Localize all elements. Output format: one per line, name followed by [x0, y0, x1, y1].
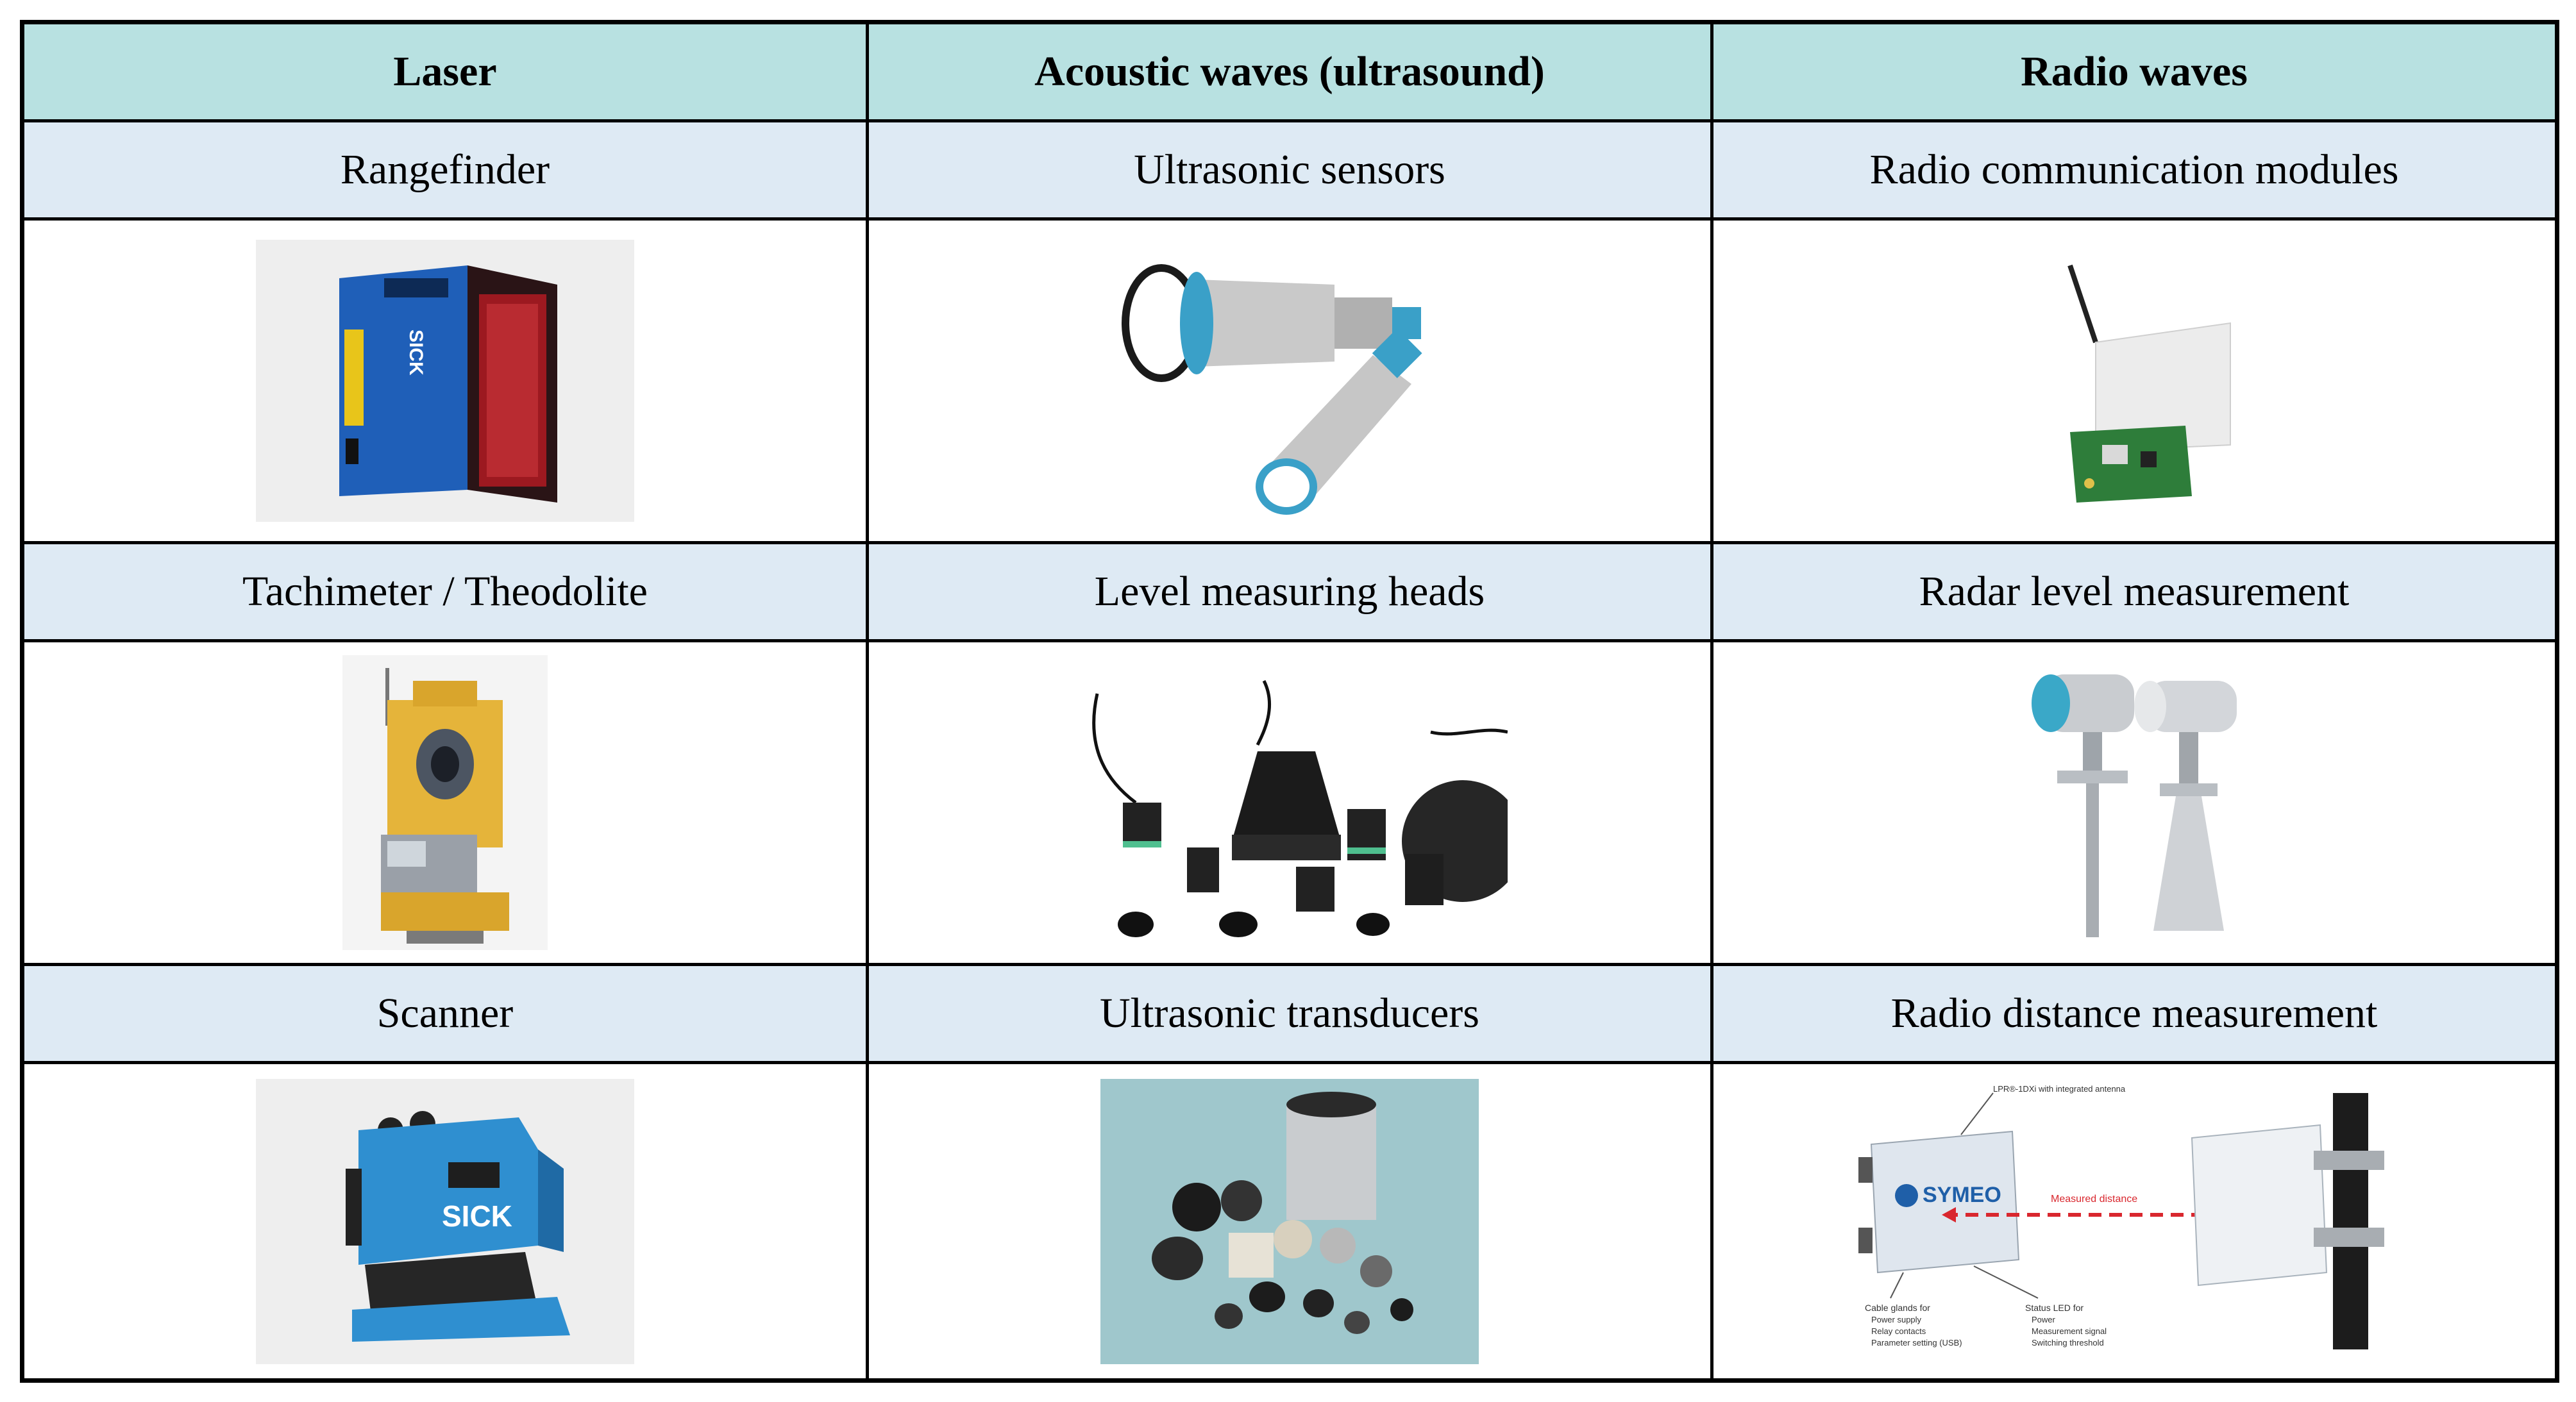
header-acoustic: Acoustic waves (ultrasound) — [869, 24, 1710, 119]
label-radio-modules: Radio communication modules — [1713, 122, 2555, 217]
image-cell-level-heads — [869, 642, 1710, 963]
label-rangefinder: Rangefinder — [24, 122, 866, 217]
cable-item: Relay contacts — [1871, 1326, 1926, 1336]
scanner-brand: SICK — [442, 1199, 512, 1233]
callout-antenna: LPR®-1DXi with integrated antenna — [1993, 1084, 2126, 1094]
measured-distance-label: Measured distance — [2051, 1194, 2137, 1205]
cable-title: Cable glands for — [1865, 1303, 1930, 1313]
label-ultrasonic-sensors: Ultrasonic sensors — [869, 122, 1710, 217]
image-cell-radio-modules — [1713, 221, 2555, 541]
cable-item: Parameter setting (USB) — [1871, 1338, 1962, 1348]
label-level-heads: Level measuring heads — [869, 544, 1710, 639]
header-laser: Laser — [24, 24, 866, 119]
ultrasonic-transducers-image — [1100, 1078, 1479, 1364]
rangefinder-brand: SICK — [405, 330, 426, 376]
comparison-table: Laser Acoustic waves (ultrasound) Radio … — [20, 20, 2559, 1383]
header-radio: Radio waves — [1713, 24, 2555, 119]
scanner-image: SICK — [256, 1078, 634, 1364]
label-radar-level: Radar level measurement — [1713, 544, 2555, 639]
status-title: Status LED for — [2025, 1303, 2084, 1313]
image-cell-scanner: SICK — [24, 1064, 866, 1378]
label-scanner: Scanner — [24, 966, 866, 1061]
status-item: Power — [2032, 1315, 2056, 1324]
image-cell-radar-level — [1713, 642, 2555, 963]
label-ultrasonic-transducers: Ultrasonic transducers — [869, 966, 1710, 1061]
status-item: Switching threshold — [2032, 1338, 2104, 1348]
radar-level-image — [2032, 674, 2237, 937]
image-cell-radio-distance: SYMEO LPR®-1DXi with integrated antenna … — [1713, 1064, 2555, 1378]
image-cell-ultrasonic-sensors — [869, 221, 1710, 541]
image-cell-rangefinder: SICK — [24, 221, 866, 541]
level-heads-image — [1092, 680, 1508, 937]
radio-distance-image: SYMEO LPR®-1DXi with integrated antenna … — [1858, 1084, 2384, 1349]
rangefinder-image: SICK — [256, 240, 634, 522]
image-cell-ultrasonic-transducers — [869, 1064, 1710, 1378]
tachimeter-image — [342, 655, 548, 950]
cable-item: Power supply — [1871, 1315, 1922, 1324]
image-cell-tachimeter — [24, 642, 866, 963]
status-item: Measurement signal — [2032, 1326, 2107, 1336]
ultrasonic-sensors-image — [1122, 264, 1422, 515]
label-tachimeter: Tachimeter / Theodolite — [24, 544, 866, 639]
symeo-brand: SYMEO — [1923, 1183, 2001, 1207]
radio-modules-image — [2067, 264, 2231, 503]
label-radio-distance: Radio distance measurement — [1713, 966, 2555, 1061]
